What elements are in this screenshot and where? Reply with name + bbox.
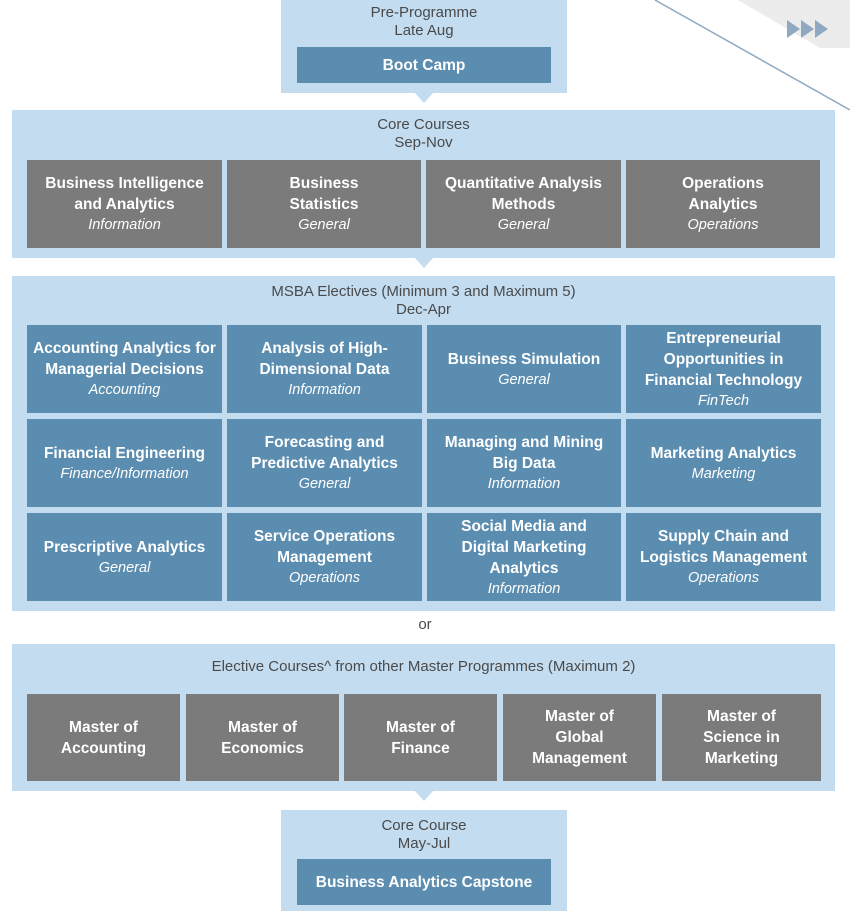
programme-box: Master of Science in Marketing [662, 694, 821, 781]
programme-name: Master of Global Management [532, 708, 627, 767]
arrow-icon [787, 20, 800, 38]
capstone-box: Business Analytics Capstone [297, 859, 551, 905]
boot-camp-box: Boot Camp [297, 47, 551, 83]
or-label: or [418, 616, 432, 633]
course-name: Marketing Analytics [650, 444, 797, 462]
course-name: Financial Engineering [43, 444, 206, 462]
course-name: Business Statistics [289, 175, 359, 213]
course-area: Information [288, 382, 361, 398]
flow-arrow [415, 93, 433, 103]
pre-programme-period: Late Aug [394, 22, 454, 39]
programme-box: Master of Finance [344, 694, 497, 781]
flow-arrow [415, 258, 433, 268]
course-area: Finance/Information [60, 465, 189, 482]
course-area: Operations [688, 570, 759, 586]
arrow-icon [815, 20, 828, 38]
course-area: FinTech [697, 392, 750, 409]
elective-course-box: Prescriptive Analytics General [27, 513, 222, 601]
course-area: Operations [687, 217, 759, 233]
elective-course-box: Marketing Analytics Marketing [626, 419, 821, 507]
course-area: General [298, 476, 351, 492]
course-name: Prescriptive Analytics [43, 538, 206, 556]
programme-name: Master of Economics [221, 718, 304, 757]
programme-name: Master of Finance [386, 718, 455, 757]
programme-name: Master of Accounting [60, 718, 147, 757]
course-area: General [298, 217, 350, 233]
corner-decoration [654, 0, 850, 111]
elective-course-box: Forecasting and Predictive Analytics Gen… [227, 419, 422, 507]
course-name: Managing and Mining Big Data [444, 434, 604, 472]
course-name: Social Media and Digital Marketing Analy… [461, 517, 587, 577]
course-name: Service Operations Management [253, 528, 396, 566]
programme-name: Master of Science in Marketing [703, 708, 780, 767]
capstone-panel: Core Course May-Jul Business Analytics C… [281, 810, 567, 911]
course-name: Business Intelligence and Analytics [45, 175, 204, 213]
pre-programme-panel: Pre-Programme Late Aug Boot Camp [281, 0, 567, 93]
course-name: Operations Analytics [682, 175, 764, 213]
course-name: Entrepreneurial Opportunities in Financi… [644, 329, 803, 389]
electives-period: Dec-Apr [395, 301, 451, 318]
course-area: Accounting [88, 382, 161, 398]
programme-box: Master of Global Management [503, 694, 656, 781]
core-courses-period: Sep-Nov [394, 134, 453, 151]
course-area: Information [487, 580, 561, 597]
elective-course-box: Financial Engineering Finance/Informatio… [27, 419, 222, 507]
elective-course-box: Managing and Mining Big Data Information [427, 419, 621, 507]
course-name: Quantitative Analysis Methods [444, 175, 603, 213]
other-programmes-title: Elective Courses^ from other Master Prog… [211, 658, 636, 675]
course-area: General [497, 217, 550, 233]
course-name: Business Simulation [447, 350, 601, 368]
course-name: Business Analytics Capstone [315, 873, 533, 891]
arrow-icon [801, 20, 814, 38]
electives-title: MSBA Electives (Minimum 3 and Maximum 5) [271, 283, 576, 300]
course-name: Analysis of High-Dimensional Data [259, 340, 390, 378]
programme-box: Master of Economics [186, 694, 339, 781]
programme-box: Master of Accounting [27, 694, 180, 781]
core-courses-title: Core Courses [377, 116, 470, 133]
capstone-title: Core Course [381, 817, 467, 834]
core-course-box: Quantitative Analysis Methods General [426, 160, 621, 248]
core-course-box: Business Statistics General [227, 160, 421, 248]
course-name: Accounting Analytics for Managerial Deci… [33, 340, 216, 378]
elective-course-box: Social Media and Digital Marketing Analy… [427, 513, 621, 601]
elective-course-box: Entrepreneurial Opportunities in Financi… [626, 325, 821, 413]
flow-arrow [415, 791, 433, 801]
course-area: Marketing [691, 465, 756, 482]
course-name: Boot Camp [382, 56, 466, 74]
course-area: General [98, 559, 151, 576]
corner-triangle-shape [738, 0, 850, 48]
elective-course-box: Analysis of High-Dimensional Data Inform… [227, 325, 422, 413]
elective-course-box: Service Operations Management Operations [227, 513, 422, 601]
elective-course-box: Business Simulation General [427, 325, 621, 413]
elective-course-box: Accounting Analytics for Managerial Deci… [27, 325, 222, 413]
corner-diagonal-line [654, 0, 850, 111]
course-name: Forecasting and Predictive Analytics [251, 434, 398, 472]
course-area: Operations [289, 570, 360, 586]
course-area: Information [88, 217, 161, 233]
pre-programme-title: Pre-Programme [370, 4, 478, 21]
core-course-box: Operations Analytics Operations [626, 160, 820, 248]
course-area: Information [487, 476, 561, 492]
course-area: General [498, 371, 550, 388]
course-name: Supply Chain and Logistics Management [639, 528, 808, 566]
capstone-period: May-Jul [397, 835, 451, 852]
core-course-box: Business Intelligence and Analytics Info… [27, 160, 222, 248]
elective-course-box: Supply Chain and Logistics Management Op… [626, 513, 821, 601]
